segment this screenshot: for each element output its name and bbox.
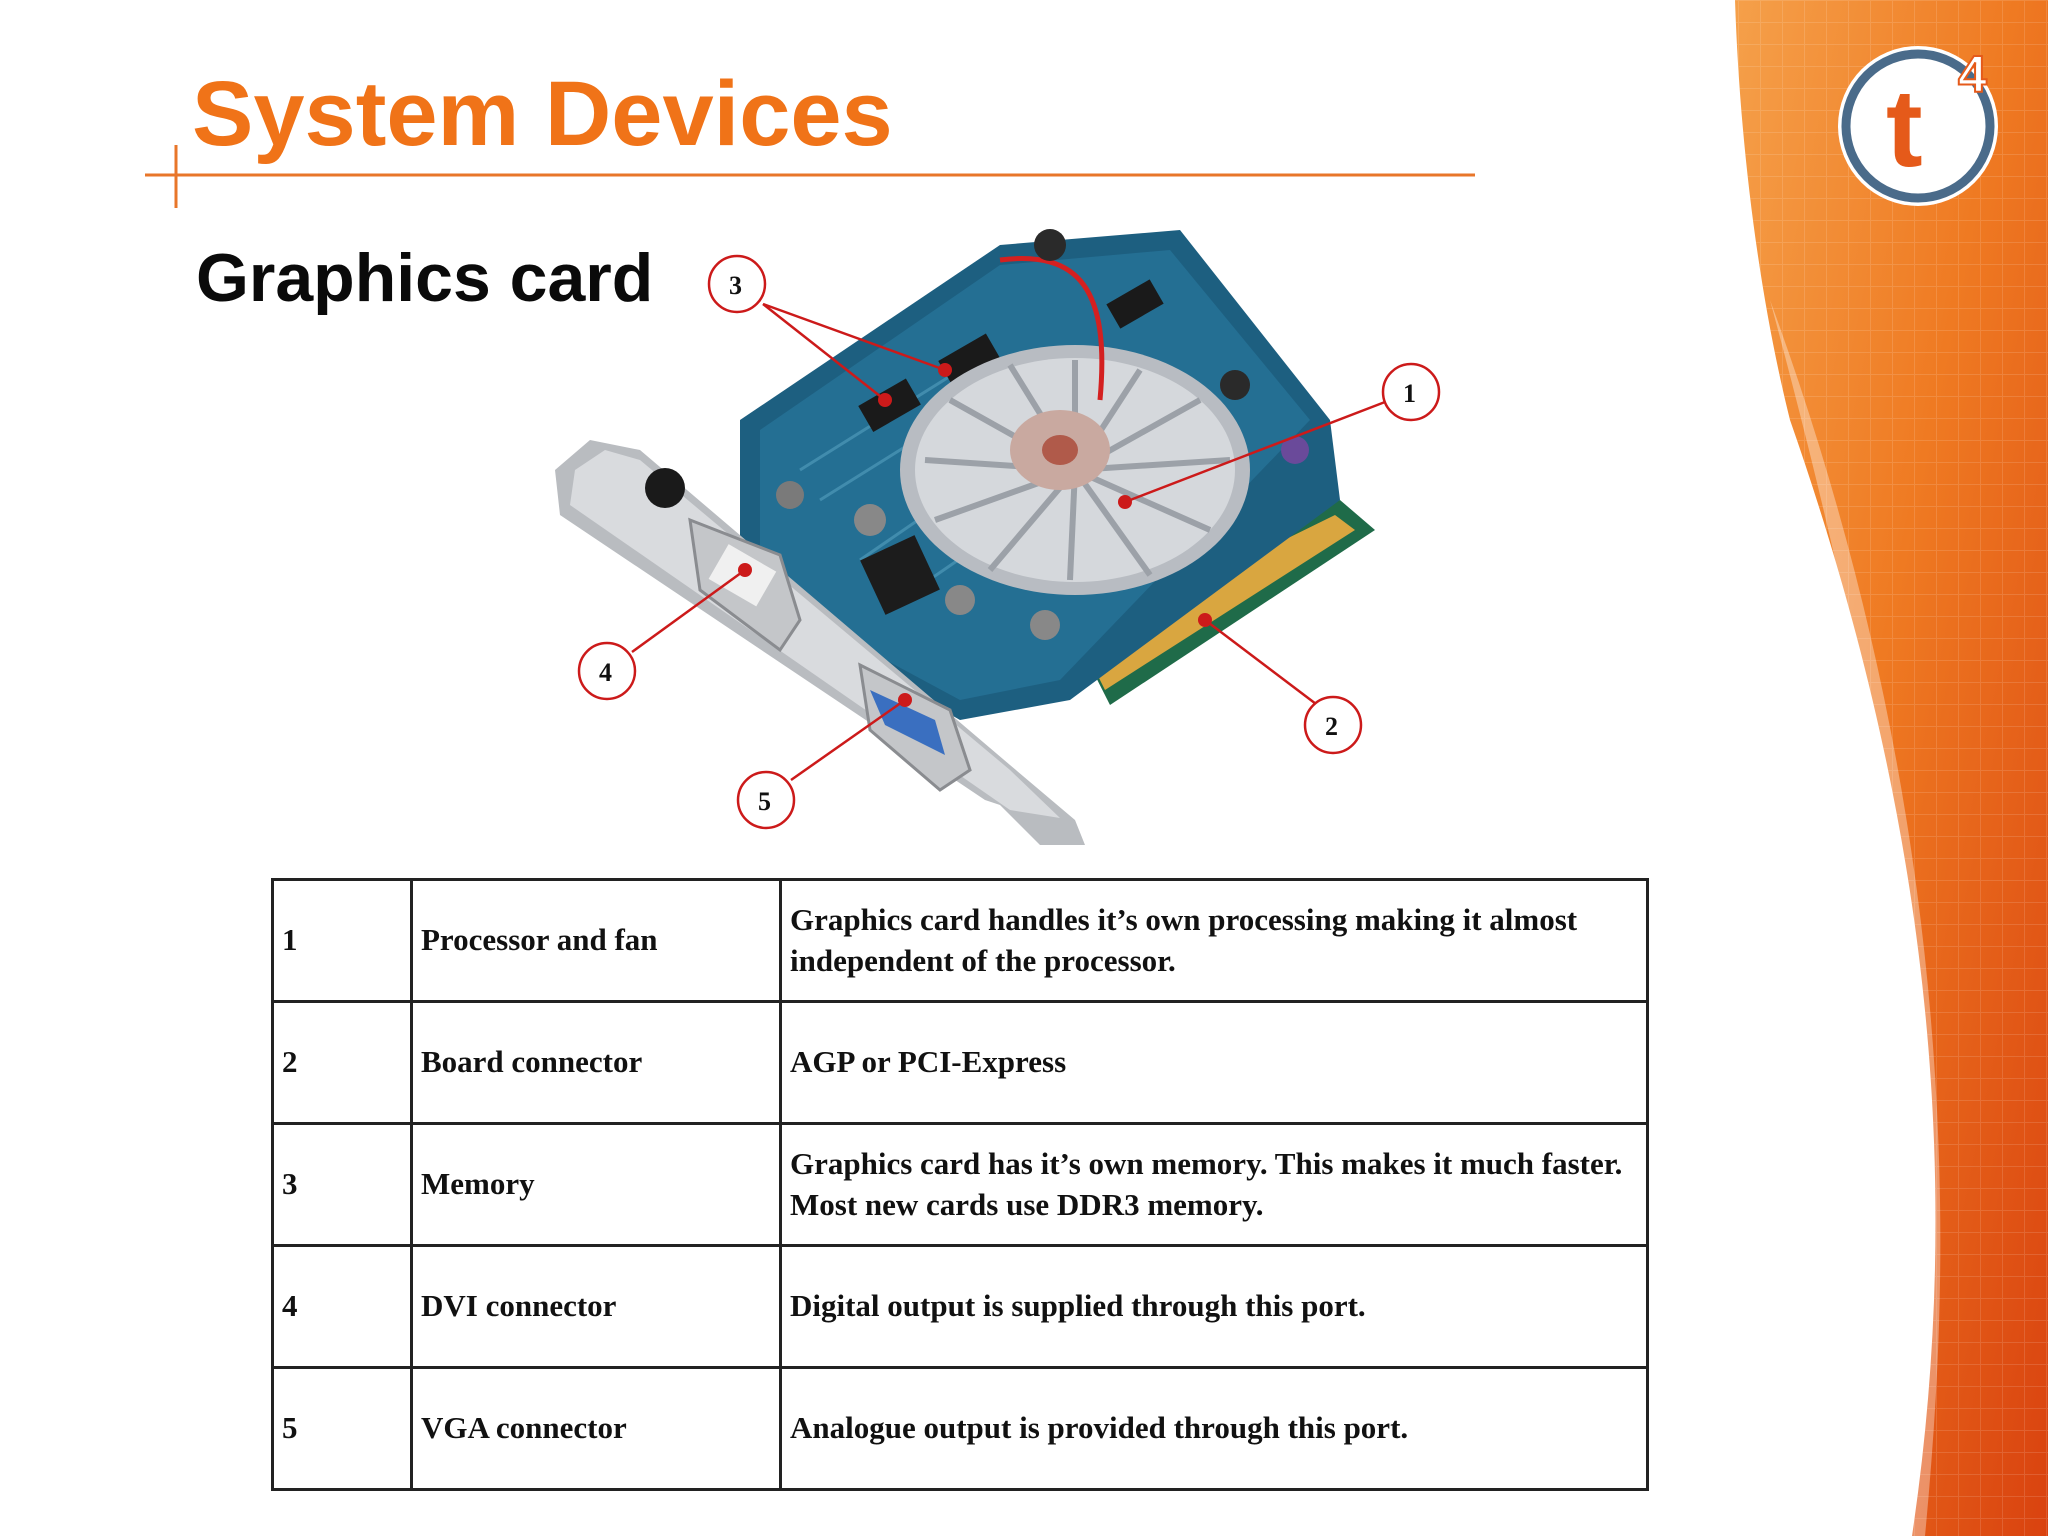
- component-description: Graphics card has it’s own memory. This …: [779, 1122, 1649, 1247]
- callout-leaders: [631, 302, 1386, 782]
- component-description: Graphics card handles it’s own processin…: [779, 878, 1649, 1003]
- row-number: 3: [271, 1122, 413, 1247]
- component-description: Digital output is supplied through this …: [779, 1244, 1649, 1369]
- table-row: 1 Processor and fan Graphics card handle…: [271, 878, 1649, 1003]
- section-heading: Graphics card: [196, 240, 654, 316]
- graphics-card-photo: [555, 229, 1375, 845]
- callout-3: 3: [729, 271, 742, 300]
- row-number: 1: [271, 878, 413, 1003]
- row-number: 2: [271, 1000, 413, 1125]
- row-number: 4: [271, 1244, 413, 1369]
- callout-dots: [738, 363, 1212, 707]
- table-row: 5 VGA connector Analogue output is provi…: [271, 1366, 1649, 1491]
- component-name: Board connector: [410, 1000, 782, 1125]
- component-description: AGP or PCI-Express: [779, 1000, 1649, 1125]
- table-row: 2 Board connector AGP or PCI-Express: [271, 1000, 1649, 1125]
- component-description: Analogue output is provided through this…: [779, 1366, 1649, 1491]
- callout-1: 1: [1403, 379, 1416, 408]
- row-number: 5: [271, 1366, 413, 1491]
- callout-circles: [577, 254, 1441, 830]
- callout-2: 2: [1325, 712, 1338, 741]
- component-table: 1 Processor and fan Graphics card handle…: [271, 878, 1649, 1491]
- t4-logo: t 4: [1838, 45, 1998, 206]
- callout-4: 4: [599, 658, 612, 687]
- table-row: 3 Memory Graphics card has it’s own memo…: [271, 1122, 1649, 1247]
- component-name: Memory: [410, 1122, 782, 1247]
- white-curve-highlight: [1770, 300, 1941, 1536]
- logo-letter: t: [1886, 67, 1923, 190]
- logo-superscript: 4: [1958, 46, 1987, 104]
- component-name: VGA connector: [410, 1366, 782, 1491]
- page-title: System Devices: [192, 63, 893, 165]
- component-name: DVI connector: [410, 1244, 782, 1369]
- table-row: 4 DVI connector Digital output is suppli…: [271, 1244, 1649, 1369]
- callout-5: 5: [758, 787, 771, 816]
- component-name: Processor and fan: [410, 878, 782, 1003]
